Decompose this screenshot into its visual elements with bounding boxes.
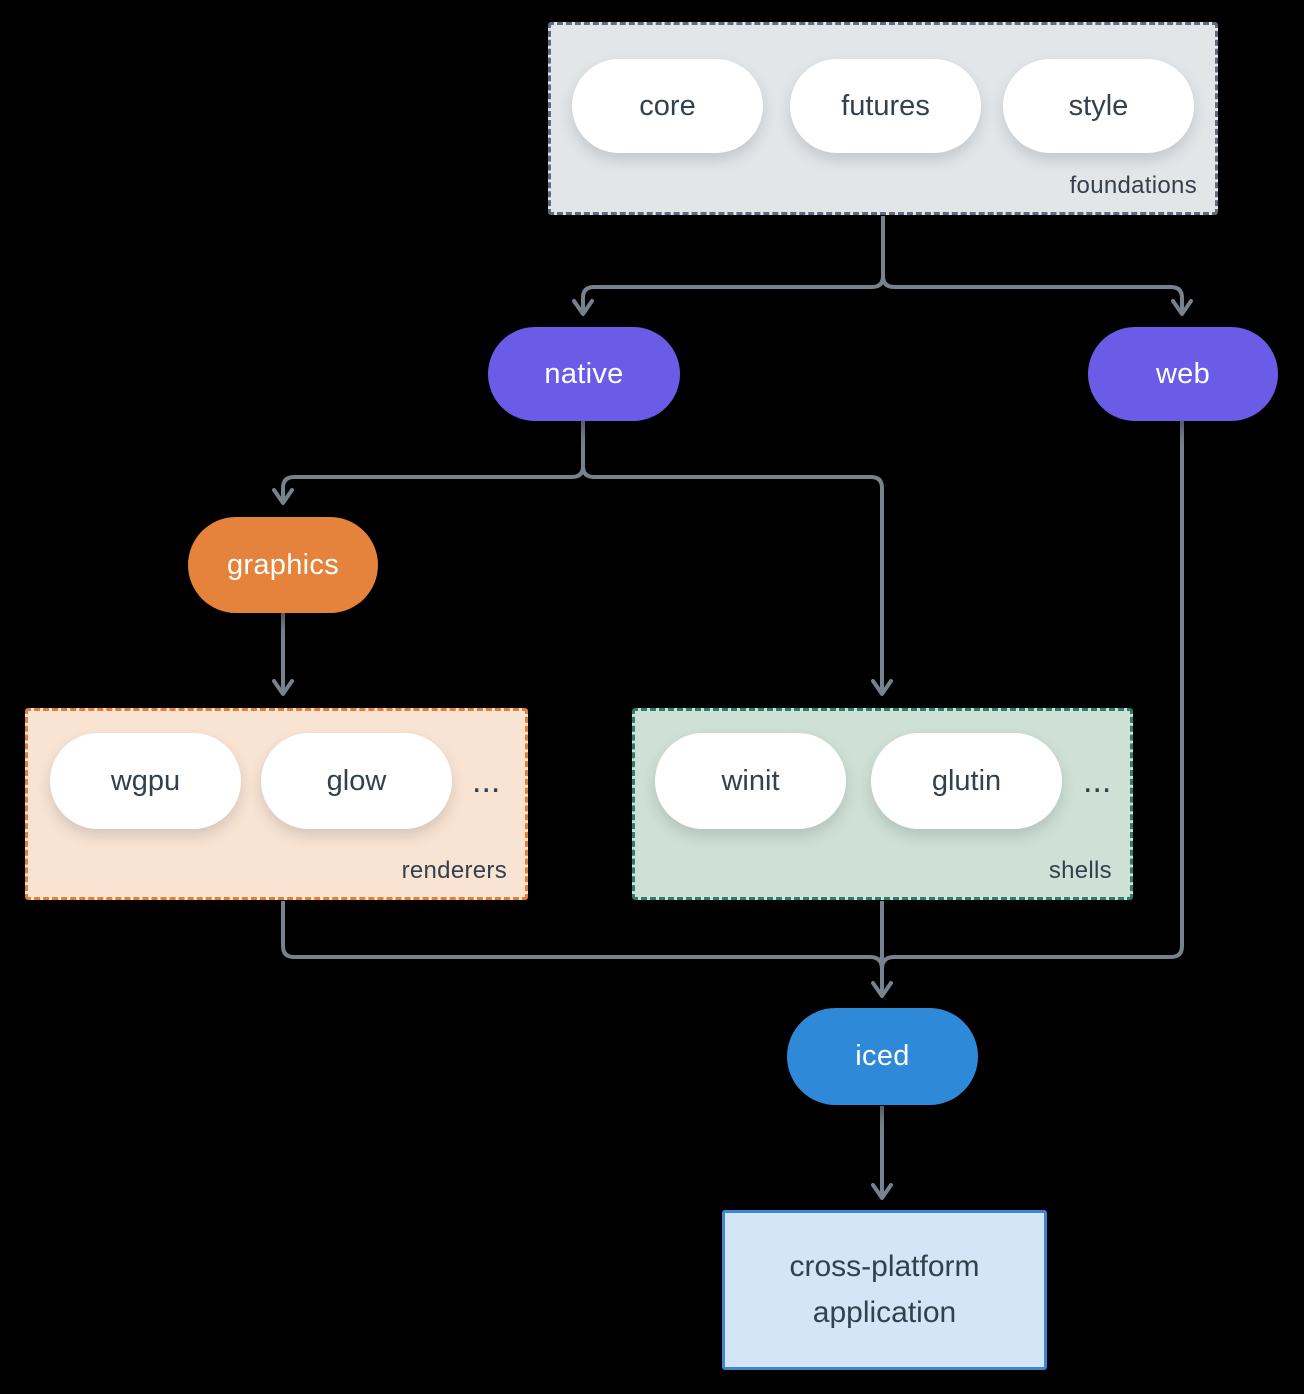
foundations-group: core futures style foundations [548, 22, 1218, 215]
pill-core: core [572, 59, 763, 153]
application-label-line2: application [812, 1296, 957, 1329]
pill-winit: winit [655, 733, 846, 829]
pill-style: style [1003, 59, 1194, 153]
shells-ellipsis: ... [1083, 761, 1112, 800]
shells-group: winit glutin ... shells [632, 708, 1133, 900]
application-box: cross-platform application [722, 1210, 1047, 1370]
pill-glow: glow [261, 733, 452, 829]
edge-native-graphics [272, 421, 585, 505]
edge-native-shells [581, 421, 893, 696]
application-label-line1: cross-platform [789, 1249, 980, 1283]
node-graphics: graphics [188, 517, 378, 613]
foundations-label: foundations [1069, 172, 1197, 199]
renderers-group: wgpu glow ... renderers [25, 708, 528, 900]
edge-foundations-native [572, 216, 885, 316]
renderers-label: renderers [401, 857, 507, 884]
node-iced: iced [787, 1008, 978, 1105]
pill-glutin: glutin [871, 733, 1062, 829]
edge-renderers-merge [281, 901, 884, 970]
pill-wgpu: wgpu [50, 733, 241, 829]
node-native: native [488, 327, 680, 421]
edge-foundations-web [881, 216, 1193, 316]
renderers-ellipsis: ... [472, 761, 501, 800]
node-web: web [1088, 327, 1278, 421]
shells-label: shells [1048, 857, 1112, 884]
pill-futures: futures [790, 59, 981, 153]
